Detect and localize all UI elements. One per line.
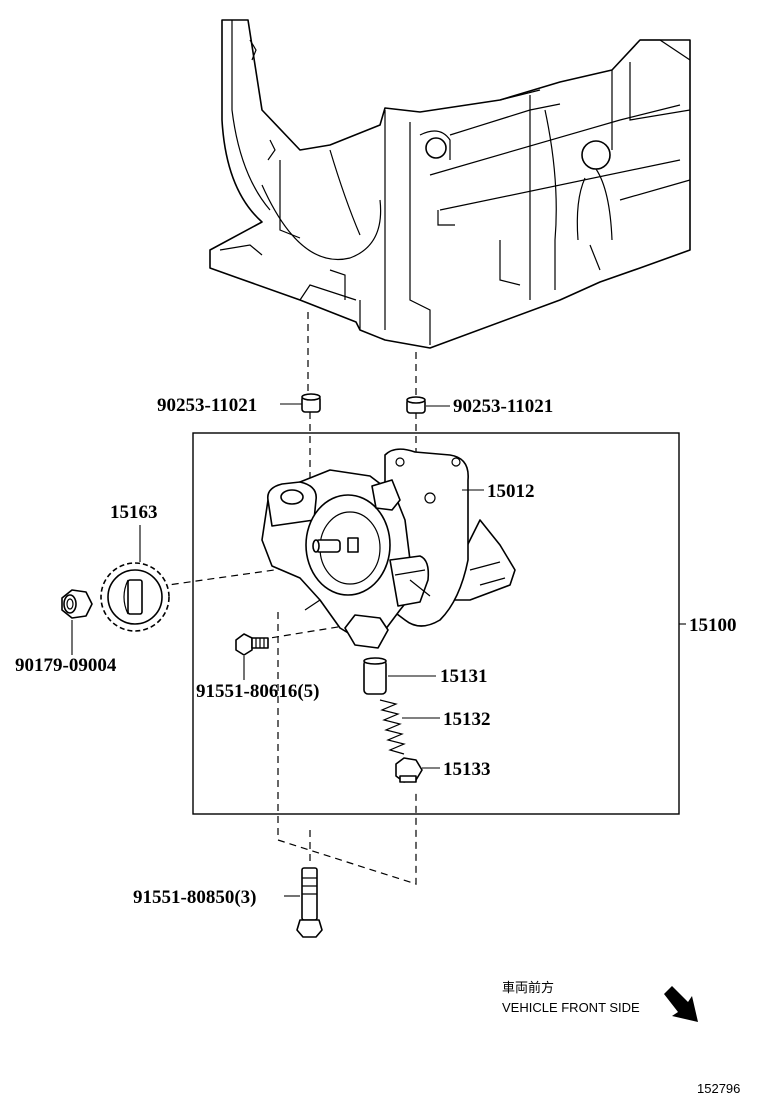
callout-dowel-right: 90253-11021 bbox=[453, 396, 553, 417]
vehicle-front-indicator: 車両前方 VEHICLE FRONT SIDE bbox=[502, 980, 698, 1022]
hex-nut bbox=[61, 589, 93, 619]
short-bolt bbox=[235, 633, 269, 656]
oil-pump-drive-sprocket bbox=[100, 562, 170, 632]
callout-plug: 15133 bbox=[443, 759, 491, 780]
long-bolt bbox=[296, 867, 323, 938]
callout-pump-body: 15012 bbox=[487, 481, 535, 502]
diagram-number: 152796 bbox=[697, 1081, 740, 1096]
relief-valve bbox=[363, 657, 387, 695]
arrow-down-right-icon bbox=[664, 986, 698, 1022]
oil-pump-body bbox=[261, 448, 516, 649]
engine-block bbox=[209, 19, 691, 349]
dowel-pin-right bbox=[406, 396, 426, 414]
callout-bolt-short: 91551-80616(5) bbox=[196, 681, 319, 702]
callout-spring: 15132 bbox=[443, 709, 491, 730]
callout-relief-valve: 15131 bbox=[440, 666, 488, 687]
vehicle-front-label-jp: 車両前方 bbox=[502, 980, 554, 995]
callout-nut: 90179-09004 bbox=[15, 655, 117, 676]
callout-bolt-long: 91551-80850(3) bbox=[133, 887, 256, 908]
plug bbox=[395, 757, 423, 783]
dowel-pin-left bbox=[301, 393, 321, 413]
callout-dowel-left: 90253-11021 bbox=[157, 395, 257, 416]
vehicle-front-label-en: VEHICLE FRONT SIDE bbox=[502, 1000, 640, 1015]
callout-sprocket: 15163 bbox=[110, 502, 158, 523]
relief-valve-spring bbox=[379, 699, 406, 755]
leader-lines bbox=[71, 403, 686, 897]
callout-assembly: 15100 bbox=[689, 615, 737, 636]
